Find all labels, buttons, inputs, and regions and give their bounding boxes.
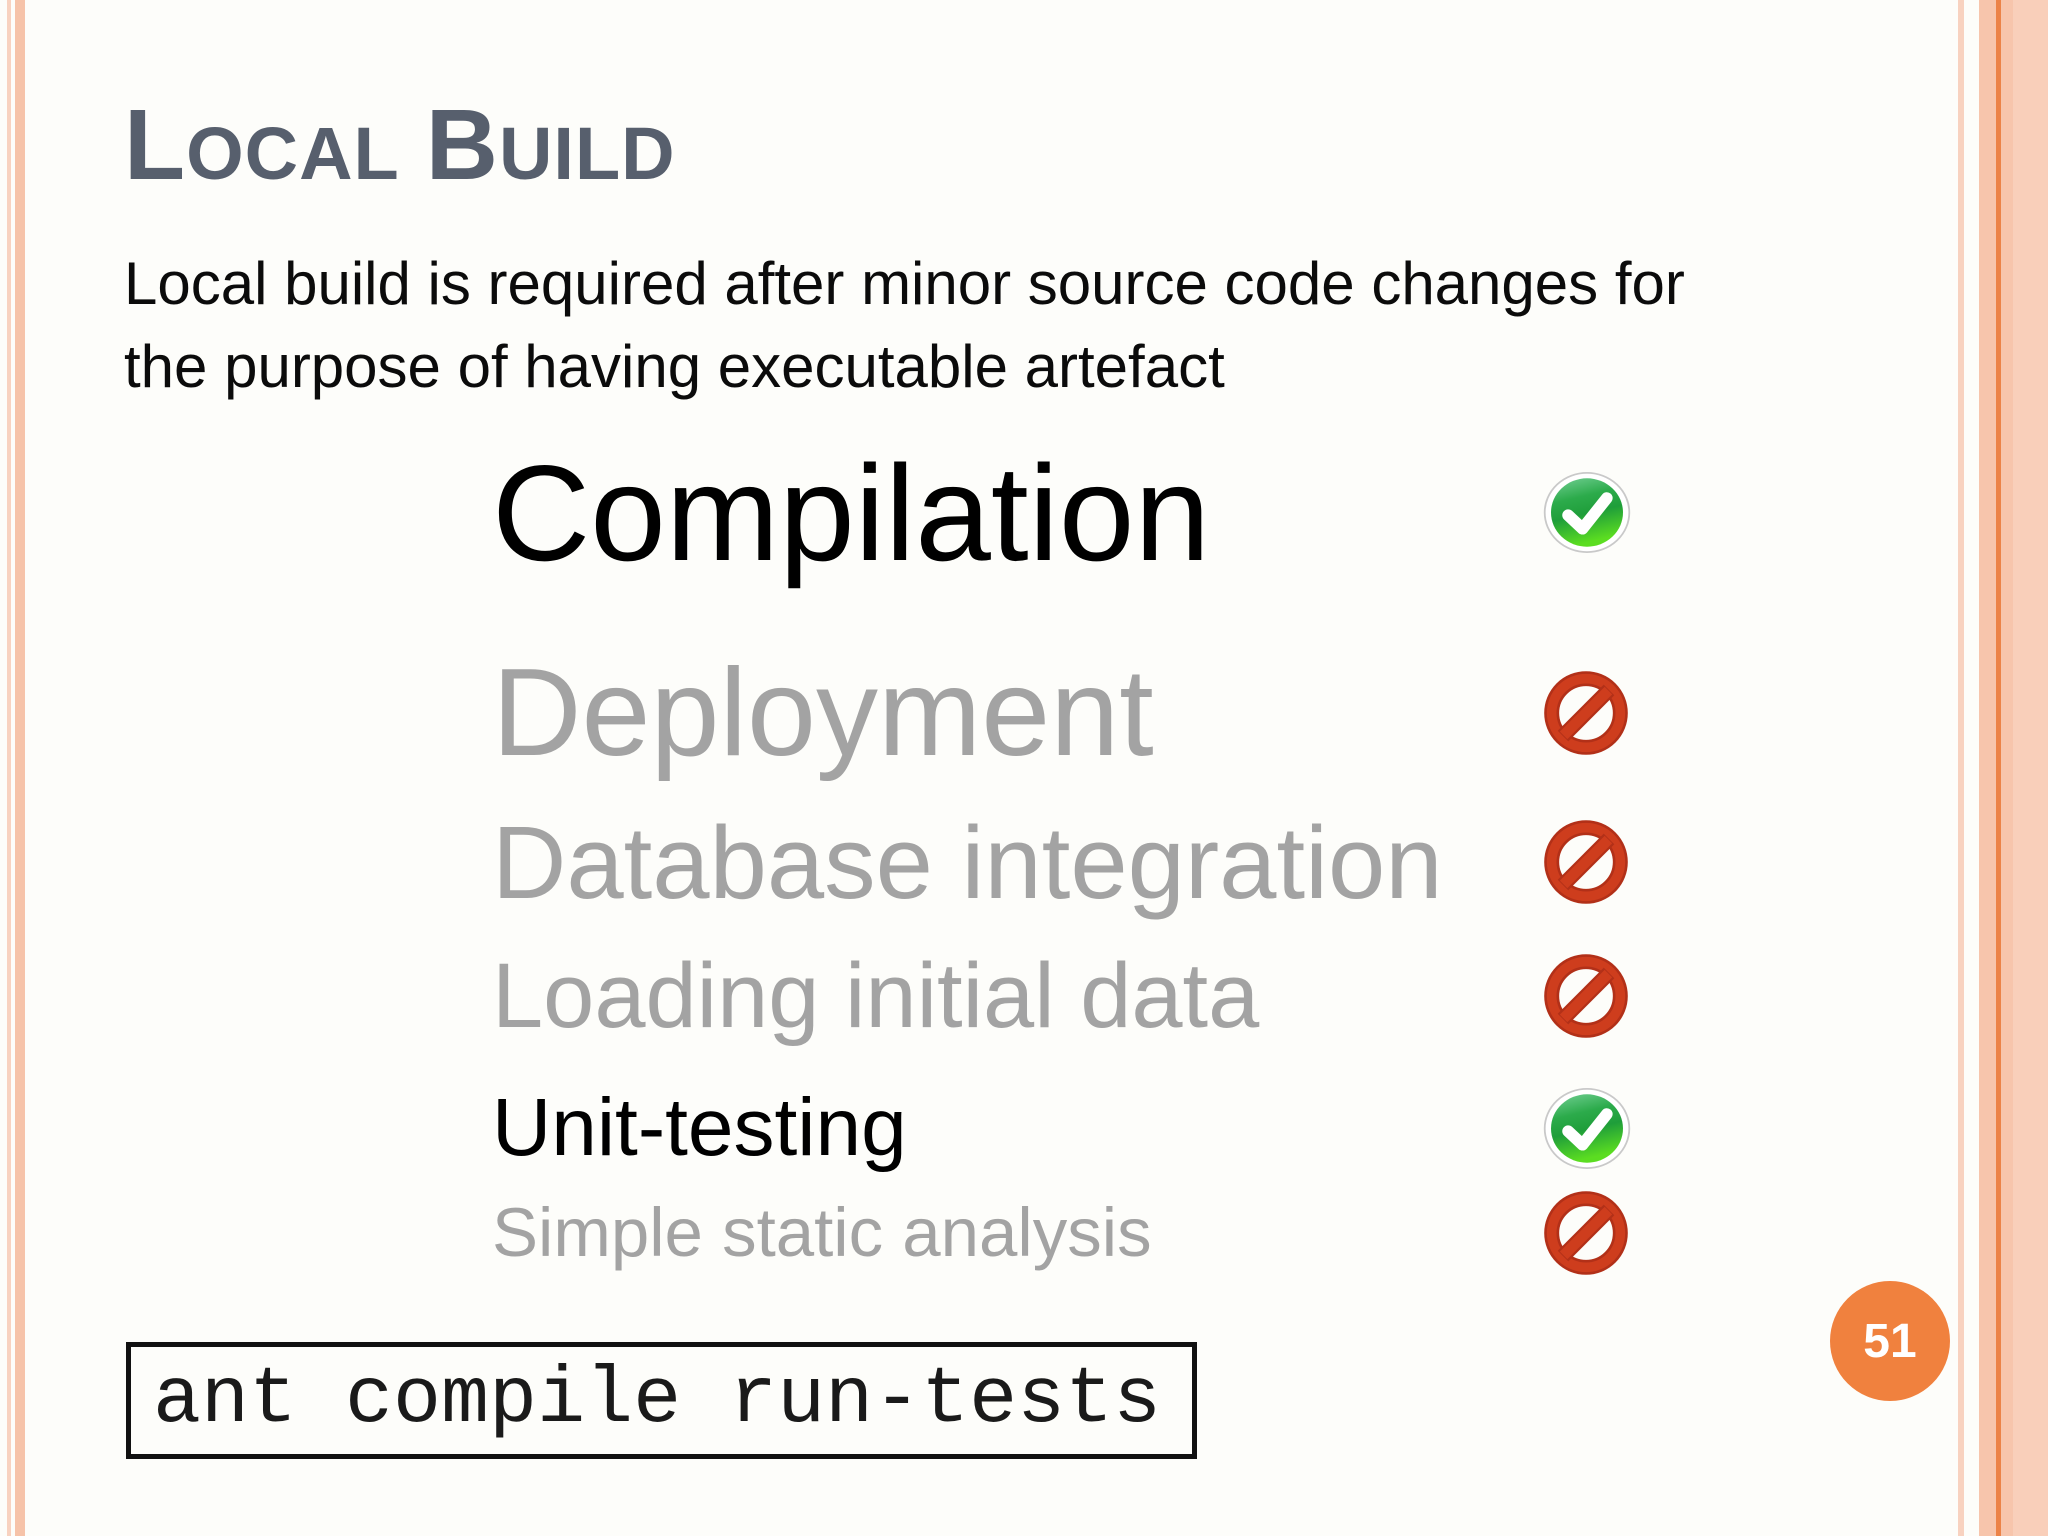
title-smallcaps-1: OCAL — [186, 112, 400, 195]
page-number-badge: 51 — [1830, 1281, 1950, 1401]
check-icon — [1542, 470, 1632, 555]
left-border-thick-stripe — [15, 0, 25, 1536]
command-box: ant compile run-tests — [126, 1342, 1197, 1459]
build-step-row-simple-static-analysis: Simple static analysis — [492, 1185, 1632, 1280]
page-number: 51 — [1863, 1314, 1917, 1368]
build-step-row-deployment: Deployment — [492, 628, 1632, 798]
right-border-band — [1979, 0, 2048, 1536]
build-step-row-unit-testing: Unit-testing — [492, 1078, 1632, 1178]
right-border-thin-stripe — [1958, 0, 1964, 1536]
build-step-label: Unit-testing — [492, 1082, 907, 1173]
title-initial-1: L — [124, 89, 187, 201]
build-step-row-database-integration: Database integration — [492, 808, 1632, 916]
intro-paragraph: Local build is required after minor sour… — [124, 242, 1685, 408]
title-smallcaps-2: UILD — [498, 112, 676, 195]
build-step-label: Simple static analysis — [492, 1194, 1152, 1271]
prohibition-icon — [1540, 818, 1632, 906]
build-step-label: Loading initial data — [492, 944, 1260, 1047]
build-step-row-loading-initial-data: Loading initial data — [492, 938, 1632, 1053]
command-text: ant compile run-tests — [153, 1355, 1162, 1446]
intro-line-2: the purpose of having executable artefac… — [124, 333, 1225, 400]
left-border-thin-stripe — [7, 0, 11, 1536]
prohibition-icon — [1540, 1189, 1632, 1277]
prohibition-icon — [1540, 952, 1632, 1040]
build-step-label: Database integration — [492, 804, 1443, 920]
build-step-row-compilation: Compilation — [492, 425, 1632, 600]
build-step-label: Deployment — [492, 644, 1154, 782]
check-icon — [1542, 1086, 1632, 1171]
title-initial-2: B — [425, 89, 499, 201]
build-step-label: Compilation — [492, 436, 1211, 589]
intro-line-1: Local build is required after minor sour… — [124, 250, 1685, 317]
prohibition-icon — [1540, 669, 1632, 757]
